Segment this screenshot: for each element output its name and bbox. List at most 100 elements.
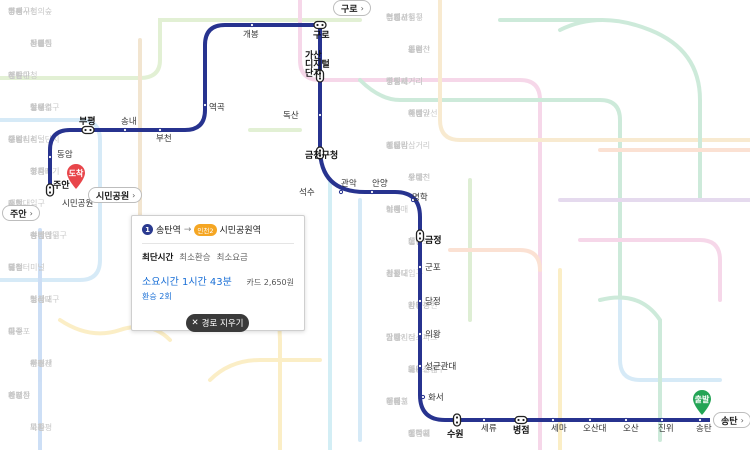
arrival-pin[interactable]: 도착 xyxy=(65,163,87,190)
transfer-station-marker[interactable] xyxy=(452,413,462,427)
transfer-station-marker[interactable] xyxy=(315,146,325,160)
transfer-station-marker[interactable] xyxy=(514,415,528,425)
station-label-gaebong[interactable]: 개봉 xyxy=(243,29,259,40)
background-station-label: 모란 xyxy=(408,236,423,246)
station-marker[interactable] xyxy=(420,394,426,400)
station-label-sungkyunkwan[interactable]: 성균관대 xyxy=(425,361,456,372)
station-label-doksan[interactable]: 독산 xyxy=(283,110,299,121)
background-station-label: 미금 xyxy=(386,141,401,150)
clear-route-button[interactable]: ✕ 경로 지우기 xyxy=(186,314,249,332)
station-marker[interactable] xyxy=(697,417,703,423)
station-label-anyang[interactable]: 안양 xyxy=(372,178,388,189)
station-marker[interactable] xyxy=(550,417,556,423)
background-station-label: 신정네거리 xyxy=(386,76,423,86)
station-label-geumjeong[interactable]: 금정 xyxy=(425,234,442,246)
station-marker[interactable] xyxy=(410,197,416,203)
station-label-songtan[interactable]: 송탄 xyxy=(696,423,712,434)
station-marker[interactable] xyxy=(481,417,487,423)
station-label-sema[interactable]: 세마 xyxy=(551,424,567,434)
station-label-bucheon[interactable]: 부천 xyxy=(156,133,172,144)
station-marker[interactable] xyxy=(659,417,665,423)
station-label-jinwi[interactable]: 진위 xyxy=(658,423,674,434)
tab-shortest-time[interactable]: 최단시간 xyxy=(142,253,174,263)
transfer-station-dot xyxy=(48,186,52,189)
station-marker[interactable] xyxy=(587,417,593,423)
station-marker[interactable] xyxy=(202,102,208,108)
station-label-bupyeong[interactable]: 부평 xyxy=(79,115,96,127)
station-marker[interactable] xyxy=(47,154,53,160)
station-chip-simin[interactable]: 시민공원 › xyxy=(88,187,143,203)
station-label-byeongjeom[interactable]: 병점 xyxy=(513,424,530,436)
transfer-station-marker[interactable] xyxy=(313,20,327,30)
station-marker[interactable] xyxy=(369,189,375,195)
station-marker[interactable] xyxy=(122,127,128,133)
station-marker[interactable] xyxy=(317,112,323,118)
station-label-suwon[interactable]: 수원 xyxy=(447,428,464,440)
background-station-label: 총신대입구 xyxy=(30,231,67,240)
station-label-uiwang[interactable]: 의왕 xyxy=(425,329,441,340)
route-summary-card[interactable]: 1 송탄역 → 인천2 시민공원역 최단시간 최소환승 최소요금 소요시간 1시… xyxy=(131,215,305,331)
station-label-myeonghak[interactable]: 명학 xyxy=(412,192,428,203)
station-label-hwaseo[interactable]: 화서 xyxy=(428,393,444,403)
background-station-label: 광명사거리 xyxy=(386,76,423,86)
background-station-label: 왕십리 xyxy=(386,141,408,150)
station-chip-songtan-label: 송탄 xyxy=(721,416,738,427)
station-label-dongam[interactable]: 동암 xyxy=(57,149,73,160)
station-label-osandae[interactable]: 오산대 xyxy=(583,423,606,434)
station-chip-songtan[interactable]: 송탄 › xyxy=(713,412,750,428)
background-station-label: 동대입구 xyxy=(30,103,59,112)
transfer-station-marker[interactable] xyxy=(315,69,325,83)
station-marker[interactable] xyxy=(417,264,423,270)
station-marker[interactable] xyxy=(249,22,255,28)
arrow-right-icon: → xyxy=(183,224,192,235)
station-label-gwanak[interactable]: 관악 xyxy=(341,178,357,189)
station-chip-juan[interactable]: 주안 › xyxy=(2,205,40,221)
station-label-guro[interactable]: 구로 xyxy=(313,30,330,41)
station-label-gasan-2[interactable]: 디지털 xyxy=(305,58,330,70)
station-label-gasan-3[interactable]: 단지 xyxy=(305,67,322,79)
background-station-label: 원인재 xyxy=(30,358,52,368)
background-station-label: 상왕십리 xyxy=(8,134,37,144)
tab-fewest-transfers[interactable]: 최소환승 xyxy=(179,253,211,263)
station-label-gasan-1[interactable]: 가산 xyxy=(305,49,322,61)
station-label-dangjeong[interactable]: 당정 xyxy=(425,296,441,307)
background-station-label: 동탄 xyxy=(408,44,423,54)
station-label-seoksu[interactable]: 석수 xyxy=(299,187,315,198)
station-label-yeokgok[interactable]: 역곡 xyxy=(209,102,225,113)
station-marker[interactable] xyxy=(417,331,423,337)
background-station-label: 온수 xyxy=(408,45,423,54)
transfer-station-marker[interactable] xyxy=(45,183,55,197)
station-marker[interactable] xyxy=(417,363,423,369)
station-chip-guro[interactable]: 구로 › xyxy=(333,0,371,16)
background-station-label: 영통 xyxy=(386,76,401,86)
background-station-label: 양재시민의숲 xyxy=(8,6,52,16)
station-marker[interactable] xyxy=(157,127,163,133)
route-duration[interactable]: 소요시간 1시간 43분 xyxy=(142,277,232,288)
transfer-station-dot xyxy=(455,416,459,419)
background-station-label: 낙성대 xyxy=(30,294,52,304)
background-station-label: 영등포구청 xyxy=(386,12,423,22)
background-station-label: 매탄권선 xyxy=(408,108,437,118)
station-label-osan[interactable]: 오산 xyxy=(623,423,639,434)
station-label-songnae[interactable]: 송내 xyxy=(121,117,137,127)
station-marker[interactable] xyxy=(338,189,344,195)
station-label-seryu[interactable]: 세류 xyxy=(481,424,497,434)
station-label-juan[interactable]: 주안 xyxy=(53,180,70,191)
station-label-geumcheon[interactable]: 금천구청 xyxy=(305,149,338,161)
station-label-gunpo[interactable]: 군포 xyxy=(425,263,441,273)
station-marker[interactable] xyxy=(417,298,423,304)
background-station-label: 매봉 xyxy=(408,429,423,438)
departure-pin[interactable]: 출발 xyxy=(691,389,713,416)
station-label-simin[interactable]: 시민공원 xyxy=(62,198,93,209)
background-station-label: 장승배기 xyxy=(30,166,59,176)
station-marker[interactable] xyxy=(623,417,629,423)
tab-lowest-fare[interactable]: 최소요금 xyxy=(216,253,248,263)
background-station-label: 서울대입구 xyxy=(386,269,423,278)
background-station-label: 옥수 xyxy=(8,327,23,336)
background-station-label: 잠원 xyxy=(386,268,401,278)
transfer-station-marker[interactable] xyxy=(415,229,425,243)
background-station-label: 발산 xyxy=(386,332,401,342)
transfer-station-marker[interactable] xyxy=(81,125,95,135)
background-station-label: 상록수 xyxy=(30,102,52,112)
